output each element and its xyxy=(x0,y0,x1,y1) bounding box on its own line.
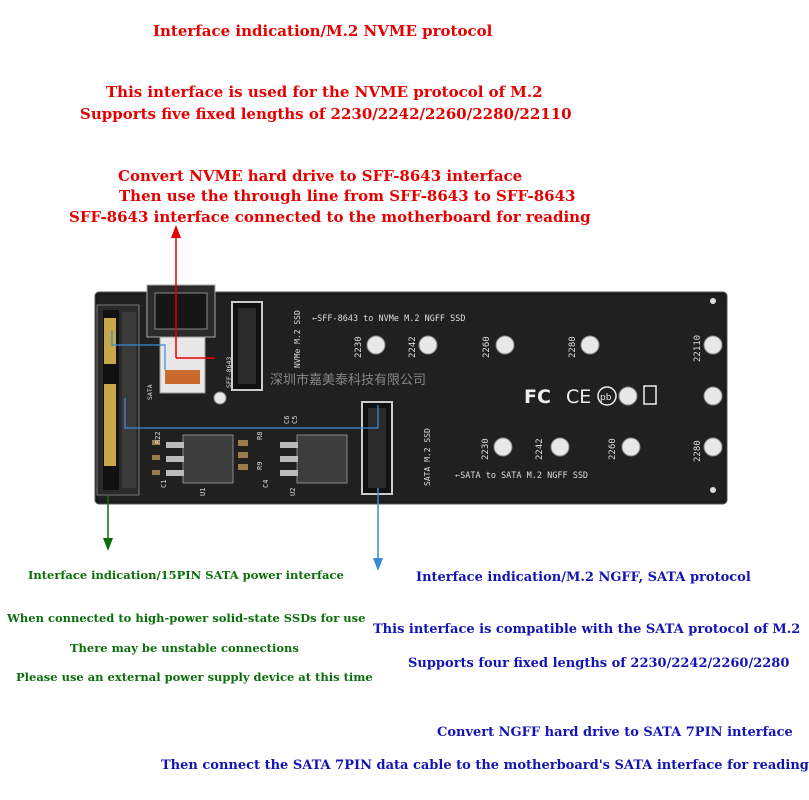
ref-r9: R9 xyxy=(256,462,264,470)
pb-mark: pb xyxy=(600,393,612,403)
length-label-bottom-2280: 2280 xyxy=(693,440,703,462)
ref-c5: C5 xyxy=(291,416,299,424)
length-label-top-2230: 2230 xyxy=(354,336,364,358)
length-label-top-2280: 2280 xyxy=(568,336,578,358)
pb-free-icon xyxy=(597,386,617,406)
sata-connector xyxy=(96,304,140,496)
length-label-bottom-2230: 2230 xyxy=(481,438,491,460)
sff-8643-silk-label: SFF-8643 xyxy=(225,357,233,388)
nvme-interface-title: Interface indication/M.2 NVME protocol xyxy=(153,22,493,40)
nvme-lengths-note: Supports five fixed lengths of 2230/2242… xyxy=(80,105,572,123)
sata-m2-title: Interface indication/M.2 NGFF, SATA prot… xyxy=(416,570,751,585)
sata-m2-note-2: Supports four fixed lengths of 2230/2242… xyxy=(408,656,790,671)
watermark: 深圳市嘉美泰科技有限公司 xyxy=(270,372,426,388)
regulator-u2 xyxy=(280,434,348,484)
sata-m2-note-1: This interface is compatible with the SA… xyxy=(373,622,801,637)
sata-power-note-3: Please use an external power supply devi… xyxy=(16,670,373,684)
ref-u2: U2 xyxy=(289,488,297,496)
ref-r8: R8 xyxy=(256,432,264,440)
sata-power-note-2: There may be unstable connections xyxy=(70,641,299,655)
nvme-protocol-note: This interface is used for the NVME prot… xyxy=(106,83,543,101)
sata-power-note-1: When connected to high-power solid-state… xyxy=(7,611,366,625)
ref-c4: C4 xyxy=(262,480,270,488)
sata-slot-label: SATA M.2 SSD xyxy=(423,428,432,486)
nvme-slot-label: NVMe M.2 SSD xyxy=(293,310,302,368)
ref-u1: U1 xyxy=(199,488,207,496)
sata-m2-note-4: Then connect the SATA 7PIN data cable to… xyxy=(161,758,809,773)
length-label-top-22110: 22110 xyxy=(693,335,703,362)
sata-silk-label: SATA xyxy=(146,384,154,400)
regulator-u1 xyxy=(166,434,234,484)
ref-c1: C1 xyxy=(160,480,168,488)
kc-mark-icon xyxy=(643,385,657,405)
sata-power-title: Interface indication/15PIN SATA power in… xyxy=(28,568,344,582)
fcc-mark: FC xyxy=(524,386,551,408)
nvme-slot-description: ←SFF-8643 to NVMe M.2 NGFF SSD xyxy=(312,314,466,324)
ref-c6: C6 xyxy=(283,416,291,424)
sata-m2-note-3: Convert NGFF hard drive to SATA 7PIN int… xyxy=(437,725,793,740)
ref-r22: R22 xyxy=(154,431,162,444)
length-label-bottom-2242: 2242 xyxy=(535,438,545,460)
nvme-cable-note: Then use the through line from SFF-8643 … xyxy=(119,187,576,205)
nvme-convert-note: Convert NVME hard drive to SFF-8643 inte… xyxy=(118,167,523,185)
length-label-top-2242: 2242 xyxy=(408,336,418,358)
length-label-top-2260: 2260 xyxy=(482,336,492,358)
ce-mark: CE xyxy=(566,386,591,408)
sff-8643-connector xyxy=(146,284,216,394)
length-label-bottom-2260: 2260 xyxy=(608,438,618,460)
nvme-motherboard-note: SFF-8643 interface connected to the moth… xyxy=(69,208,591,226)
sata-slot-description: ←SATA to SATA M.2 NGFF SSD xyxy=(455,471,588,481)
